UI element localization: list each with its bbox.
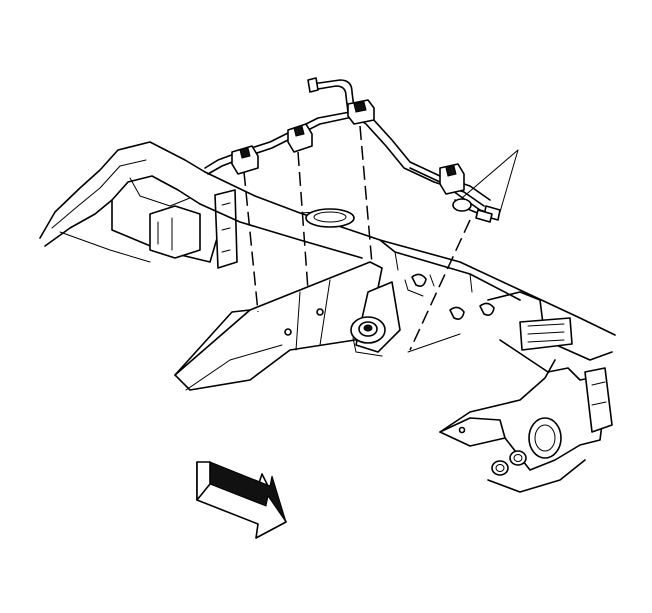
left-frame-section xyxy=(39,141,238,269)
forward-direction-arrow xyxy=(196,461,287,539)
frame-rail xyxy=(199,171,616,336)
fuel-line-clips xyxy=(231,99,465,195)
fuel-line-assembly xyxy=(204,77,501,223)
clip-3 xyxy=(347,99,375,125)
body-mount xyxy=(350,281,401,357)
clip-4 xyxy=(439,163,465,195)
clip-1 xyxy=(231,145,259,175)
frame-bracket xyxy=(174,261,383,391)
clip-2 xyxy=(287,123,313,153)
crossmember xyxy=(439,291,613,493)
callout-lines xyxy=(407,149,519,353)
install-guide-lines xyxy=(243,125,471,351)
